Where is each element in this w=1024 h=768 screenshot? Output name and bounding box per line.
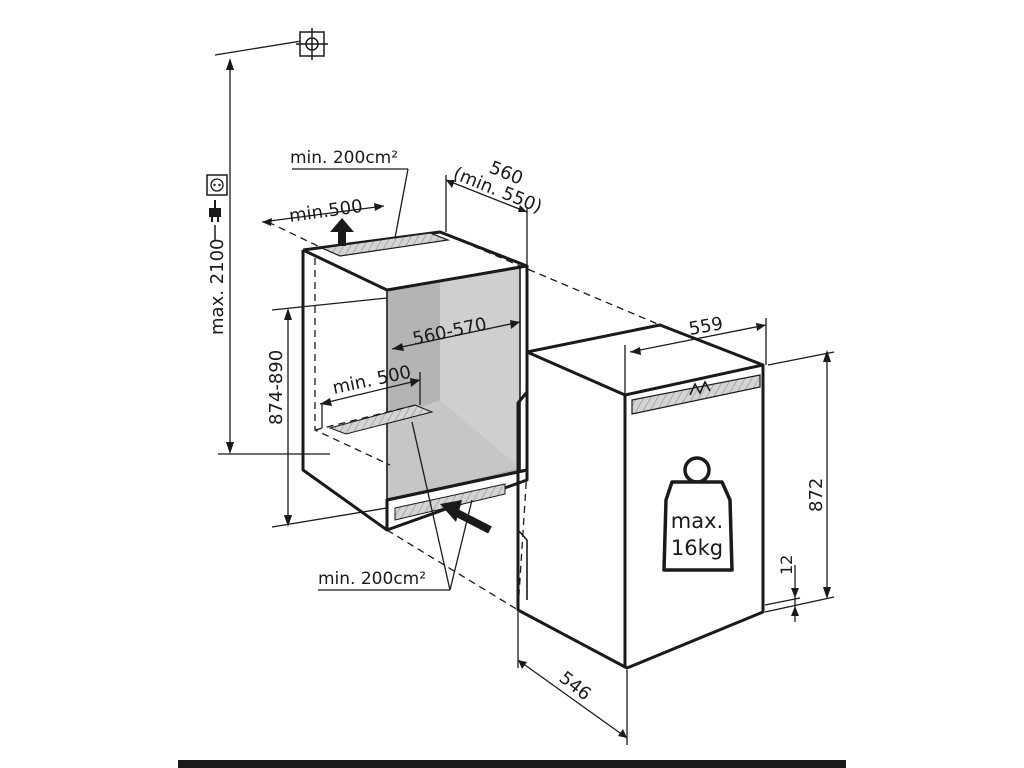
- dimension-top-vent-area: min. 200cm²: [290, 148, 409, 239]
- niche-cabinet: [301, 230, 529, 532]
- dimension-bottom-vent-area: min. 200cm²: [318, 421, 473, 591]
- appliance-top-grille: [631, 374, 761, 415]
- crosshair-icon: [296, 28, 328, 60]
- max-height-label: max. 2100: [207, 239, 228, 335]
- top-vent-area-label: min. 200cm²: [290, 148, 398, 168]
- dimension-appliance-height: 872: [764, 350, 835, 613]
- airflow-arrow-icon: [440, 500, 492, 534]
- dimension-niche-height: 874-890: [266, 297, 388, 528]
- niche-height-label: 874-890: [266, 350, 287, 425]
- dimension-plinth-gap: 12: [764, 555, 801, 622]
- socket-icon: [206, 174, 228, 196]
- bottom-divider-bar: [178, 760, 846, 768]
- dimension-appliance-depth: 546: [517, 612, 628, 745]
- dimension-niche-depth: 560 (min. 550): [445, 157, 545, 266]
- appliance-fridge: max. 16kg: [516, 323, 765, 670]
- top-vent-width-label: min.500: [288, 196, 364, 227]
- appliance-depth-label: 546: [555, 667, 595, 705]
- airflow-arrow-icon: [330, 218, 354, 246]
- bottom-vent-grille: [394, 483, 506, 521]
- appliance-width-label: 559: [687, 313, 724, 340]
- appliance-height-label: 872: [806, 478, 827, 512]
- niche-floor: [387, 400, 520, 500]
- dimension-top-vent-width: min.500: [261, 196, 385, 227]
- top-vent-opening: [319, 232, 451, 257]
- weight-icon: max. 16kg: [662, 456, 734, 572]
- weight-label-kg: 16kg: [671, 536, 723, 560]
- bottom-vent-area-label: min. 200cm²: [318, 569, 426, 589]
- dimension-max-height: max. 2100: [207, 37, 330, 455]
- weight-label-max: max.: [671, 509, 723, 533]
- projection-lines: [267, 221, 661, 611]
- plinth-gap-label: 12: [777, 555, 796, 575]
- plug-icon: [209, 200, 221, 240]
